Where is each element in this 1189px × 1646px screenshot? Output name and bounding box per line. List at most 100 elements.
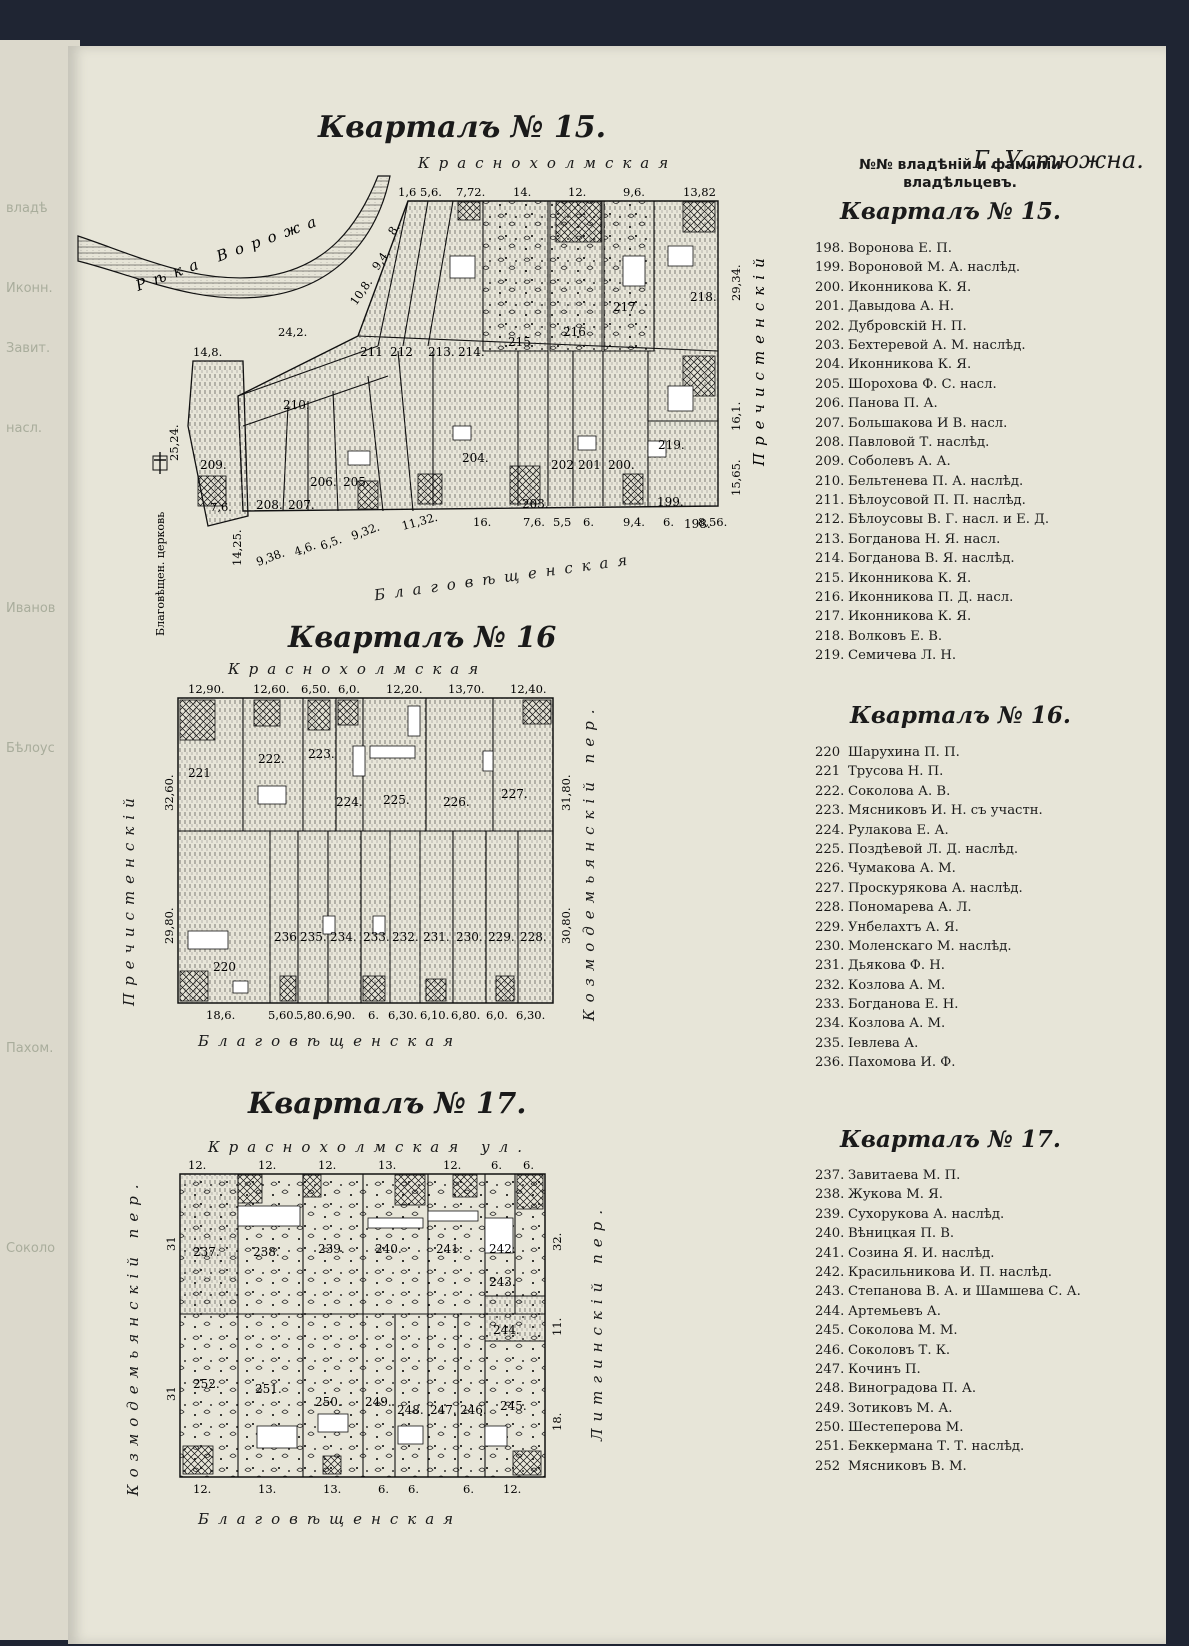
svg-text:12,20.: 12,20. [386,682,423,696]
owner-plot-number: 242. [815,1264,845,1280]
plot-216: 216 [563,325,586,339]
plot-214: 214. [458,345,485,359]
owner-plot-number: 202. [815,318,845,334]
plot-245: 245. [500,1399,527,1413]
owner-name: Мясниковъ В. М. [848,1458,967,1474]
owner-entry: 209.Соболевъ А. А. [815,452,1049,471]
plot-220: 220 [213,960,236,974]
q16-street-left: Пречистенскій [120,791,138,1006]
svg-text:6.: 6. [463,1482,474,1496]
svg-text:6.: 6. [663,515,674,529]
owner-entry: 238.Жукова М. Я. [815,1185,1081,1204]
svg-text:6,30.: 6,30. [516,1008,545,1022]
owner-entry: 208.Павловой Т. наслѣд. [815,433,1049,452]
owners-17-list: 237.Завитаева М. П.238.Жукова М. Я.239.С… [815,1166,1081,1476]
owner-plot-number: 199. [815,260,845,276]
owner-plot-number: 243. [815,1284,845,1300]
svg-text:9,6.: 9,6. [623,185,645,199]
owner-name: Артемьевъ А. [848,1303,941,1319]
owner-name: Созина Я. И. наслѣд. [848,1245,995,1261]
owner-entry: 230.Моленскаго М. наслѣд. [815,937,1043,956]
svg-text:5,6.: 5,6. [420,185,442,199]
owner-plot-number: 220 [815,745,841,760]
svg-text:12.: 12. [503,1482,521,1496]
plot-206: 206. [310,475,337,489]
owner-name: Рулакова Е. А. [848,822,949,838]
owner-plot-number: 234. [815,1016,845,1032]
svg-text:31,80.: 31,80. [559,774,573,811]
svg-text:13,70.: 13,70. [448,682,485,696]
owner-entry: 233.Богданова Е. Н. [815,995,1043,1014]
svg-text:6,80.: 6,80. [451,1008,480,1022]
svg-text:12.: 12. [193,1482,211,1496]
svg-text:18.: 18. [550,1413,564,1431]
owner-name: Козлова А. М. [848,977,946,993]
plot-244: 244. [493,1323,520,1337]
plot-227: 227. [501,787,528,801]
owner-plot-number: 210. [815,473,845,489]
owner-plot-number: 245. [815,1323,845,1339]
owner-entry: 201.Давыдова А. Н. [815,297,1049,316]
svg-text:25,24.: 25,24. [167,424,181,461]
owner-entry: 251.Беккермана Т. Т. наслѣд. [815,1437,1081,1456]
church-label: Благовѣщен. церковь [154,512,167,636]
plot-218: 218. [690,290,717,304]
owner-name: Иконникова К. Я. [848,279,972,295]
plot-211: 211 [360,345,383,359]
owner-entry: 248.Виноградова П. А. [815,1379,1081,1398]
owner-name: Иконникова П. Д. насл. [848,590,1014,606]
quarter-17-title: Кварталъ № 17. [248,1086,527,1120]
plot-235: 235. [300,930,327,944]
owner-plot-number: 237. [815,1168,845,1183]
owner-entry: 225.Поздѣевой Л. Д. наслѣд. [815,840,1043,859]
owner-name: Давыдова А. Н. [848,299,955,315]
owner-plot-number: 203. [815,337,845,353]
owner-name: Проскурякова А. наслѣд. [848,880,1023,896]
plot-250: 250. [315,1395,342,1409]
svg-text:32,60.: 32,60. [162,774,176,811]
owner-plot-number: 201. [815,299,845,315]
owner-entry: 213.Богданова Н. Я. насл. [815,530,1049,549]
owner-name: Степанова В. А. и Шамшева С. А. [848,1284,1081,1300]
svg-text:24,2.: 24,2. [278,325,307,339]
owner-plot-number: 206. [815,396,845,412]
q17-street-bottom: Благовѣщенская [198,1510,463,1528]
owner-plot-number: 238. [815,1187,845,1203]
plot-234: 234. [330,930,357,944]
owner-entry: 198.Воронова Е. П. [815,239,1049,258]
owner-entry: 236.Пахомова И. Ф. [815,1053,1043,1072]
owner-name: Шорохова Ф. С. насл. [848,376,997,392]
owner-name: Соколова М. М. [848,1323,958,1339]
owner-name: Мясниковъ И. Н. съ участн. [848,803,1043,819]
svg-text:6,90.: 6,90. [326,1008,355,1022]
svg-text:7,6.: 7,6. [210,500,232,514]
owner-entry: 250.Шестеперова М. [815,1418,1081,1437]
owner-plot-number: 240. [815,1226,845,1242]
svg-text:4,6.: 4,6. [292,538,317,559]
owner-name: Поздѣевой Л. Д. наслѣд. [848,841,1019,857]
plot-223: 223. [308,747,335,761]
owner-plot-number: 236. [815,1055,845,1071]
owner-plot-number: 224. [815,822,845,838]
plot-210: 210. [283,398,310,412]
svg-text:31: 31 [164,1386,178,1401]
owner-entry: 222.Соколова А. В. [815,782,1043,801]
owner-plot-number: 251. [815,1439,845,1455]
owner-plot-number: 246. [815,1342,845,1358]
owner-name: Трусова Н. П. [848,764,944,780]
owner-plot-number: 231. [815,958,845,974]
svg-text:9,4.: 9,4. [623,515,645,529]
owner-name: Богданова В. Я. наслѣд. [848,551,1015,567]
owner-plot-number: 225. [815,841,845,857]
owner-plot-number: 232. [815,977,845,993]
owner-name: Иконникова К. Я. [848,357,972,373]
plot-200: 200. [608,458,635,472]
owner-name: Соболевъ А. А. [848,454,951,470]
plot-243: 243. [489,1275,516,1289]
svg-text:12.: 12. [258,1158,276,1172]
owner-entry: 214.Богданова В. Я. наслѣд. [815,549,1049,568]
owner-entry: 202.Дубровскій Н. П. [815,317,1049,336]
svg-text:9,32.: 9,32. [349,520,381,543]
owner-name: Моленскаго М. наслѣд. [848,938,1012,954]
owner-entry: 235.Іевлева А. [815,1034,1043,1053]
